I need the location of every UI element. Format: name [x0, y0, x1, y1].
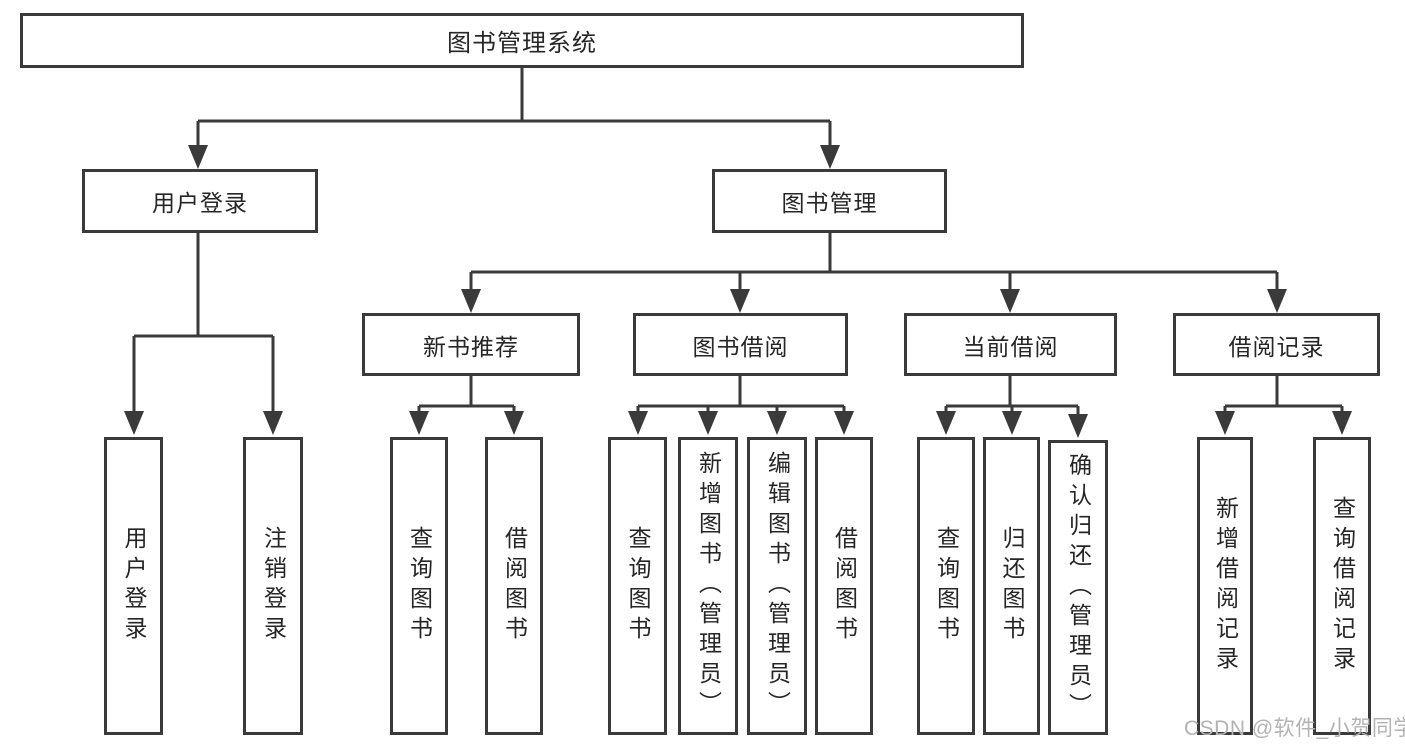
leaf-label: 归还图书 — [999, 526, 1025, 646]
node-user-login: 用户登录 — [82, 169, 318, 233]
leaf-label: 确认归还（管理员） — [1065, 452, 1092, 723]
leaf-label: 查询图书 — [406, 526, 433, 646]
leaf-label: 查询借阅记录 — [1329, 496, 1356, 676]
node-label: 图书借阅 — [692, 333, 789, 360]
leaf-query-books-borrowing: 查询图书 — [608, 437, 667, 735]
node-book-borrowing: 图书借阅 — [633, 313, 848, 376]
leaf-query-books-recommend: 查询图书 — [390, 437, 448, 735]
leaf-label: 新增图书（管理员） — [695, 451, 722, 721]
node-label: 图书管理系统 — [447, 30, 597, 57]
leaf-borrow-books-recommend: 借阅图书 — [485, 437, 543, 735]
connector-lines — [132, 68, 1344, 416]
leaf-label: 借阅图书 — [501, 526, 528, 646]
leaf-query-books-current: 查询图书 — [917, 437, 975, 735]
node-label: 图书管理 — [781, 190, 878, 216]
leaf-label: 查询图书 — [933, 526, 960, 646]
node-current-borrowing: 当前借阅 — [904, 313, 1117, 376]
leaf-borrow-books: 借阅图书 — [815, 437, 873, 735]
node-book-management: 图书管理 — [712, 169, 947, 233]
leaf-query-borrow-record: 查询借阅记录 — [1313, 437, 1371, 735]
leaf-label: 用户登录 — [121, 526, 147, 646]
arrowheads — [124, 145, 1352, 438]
leaf-label: 编辑图书（管理员） — [764, 451, 791, 721]
leaf-add-borrow-record: 新增借阅记录 — [1197, 437, 1253, 735]
leaf-edit-books-admin: 编辑图书（管理员） — [747, 437, 807, 735]
leaf-confirm-return-admin: 确认归还（管理员） — [1048, 440, 1108, 735]
leaf-label: 借阅图书 — [831, 526, 858, 646]
leaf-label: 注销登录 — [260, 526, 287, 646]
node-label: 新书推荐 — [423, 333, 519, 360]
csdn-watermark: CSDN @软件_小贺同学 — [1184, 717, 1405, 740]
leaf-logout-login: 注销登录 — [243, 437, 303, 735]
node-root-system: 图书管理系统 — [20, 13, 1024, 68]
leaf-label: 查询图书 — [625, 526, 651, 646]
leaf-return-books: 归还图书 — [983, 437, 1040, 735]
node-label: 用户登录 — [152, 190, 248, 216]
leaf-add-books-admin: 新增图书（管理员） — [678, 437, 738, 735]
leaf-user-login: 用户登录 — [104, 437, 163, 735]
node-borrow-records: 借阅记录 — [1173, 313, 1380, 376]
node-label: 借阅记录 — [1228, 333, 1325, 360]
node-new-book-recommend: 新书推荐 — [362, 313, 580, 376]
node-label: 当前借阅 — [962, 333, 1059, 360]
leaf-label: 新增借阅记录 — [1212, 496, 1239, 676]
